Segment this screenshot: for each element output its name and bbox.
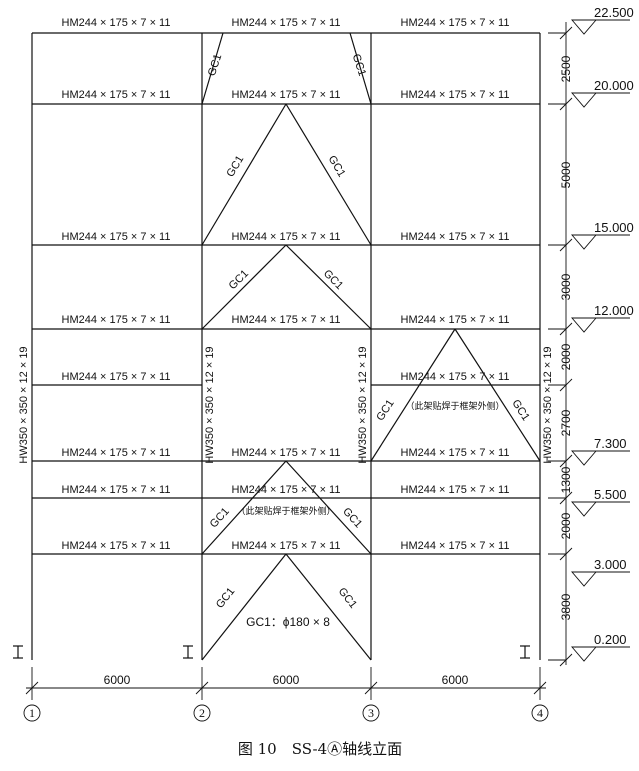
beam-label: HM244 × 175 × 7 × 11 (401, 447, 510, 459)
elevation-value: 22.500 (594, 5, 634, 20)
brace-spec: GC1：ϕ180 × 8 (246, 615, 330, 629)
axis-label: 1 (29, 706, 35, 720)
brace-label: GC1 (321, 268, 345, 292)
column-label: HW350 × 350 × 12 × 19 (542, 346, 554, 463)
beam-label: HM244 × 175 × 7 × 11 (62, 314, 171, 326)
column-label: HW350 × 350 × 12 × 19 (18, 346, 30, 463)
column-base-symbols (13, 645, 530, 659)
beam-label: HM244 × 175 × 7 × 11 (232, 89, 341, 101)
axis-label: 3 (368, 706, 374, 720)
beam-labels: HM244 × 175 × 7 × 11 HM244 × 175 × 7 × 1… (62, 17, 510, 552)
brace-label: GC1 (336, 586, 359, 611)
beam-label: HM244 × 175 × 7 × 11 (401, 231, 510, 243)
column-labels: HW350 × 350 × 12 × 19 HW350 × 350 × 12 ×… (18, 346, 554, 463)
brace-label: GC1 (350, 52, 368, 77)
elevation-value: 20.000 (594, 78, 634, 93)
axis-bubbles: 1 2 3 4 (23, 704, 549, 722)
vertical-dimension-chain (548, 22, 573, 667)
brace-note: （此架贴焊于框架外侧） (236, 505, 335, 517)
elevation-value: 5.500 (594, 487, 627, 502)
beam-label: HM244 × 175 × 7 × 11 (232, 314, 341, 326)
story-dimension: 1300 (559, 466, 573, 493)
column-label: HW350 × 350 × 12 × 19 (204, 346, 216, 463)
brace-label: GC1 (206, 52, 224, 77)
story-dimensions: 2500 5000 3000 2000 2700 1300 2000 3800 (559, 55, 573, 620)
bay-dimension: 6000 (442, 673, 469, 687)
axis-label: 2 (199, 706, 205, 720)
bay-dimension: 6000 (104, 673, 131, 687)
elevation-value: 15.000 (594, 220, 634, 235)
beam-label: HM244 × 175 × 7 × 11 (401, 371, 510, 383)
story-dimension: 3000 (559, 273, 573, 300)
elevation-values: 22.500 20.000 15.000 12.000 7.300 5.500 … (594, 5, 634, 647)
beam-label: HM244 × 175 × 7 × 11 (401, 314, 510, 326)
brace-label: GC1 (340, 506, 364, 531)
beam-label: HM244 × 175 × 7 × 11 (401, 540, 510, 552)
elevation-value: 0.200 (594, 632, 627, 647)
beam-label: HM244 × 175 × 7 × 11 (62, 17, 171, 29)
story-dimension: 2000 (559, 343, 573, 370)
beam-label: HM244 × 175 × 7 × 11 (401, 89, 510, 101)
figure-caption: 图 10 SS-4Ⓐ轴线立面 (238, 740, 402, 758)
story-dimension: 3800 (559, 593, 573, 620)
bay-dimension: 6000 (273, 673, 300, 687)
beam-label: HM244 × 175 × 7 × 11 (232, 17, 341, 29)
horizontal-dimension-chain: 6000 6000 6000 (25, 667, 547, 700)
brace-label: GC1 (214, 586, 237, 611)
beam-label: HM244 × 175 × 7 × 11 (401, 17, 510, 29)
brace-labels: GC1 GC1 GC1 GC1 GC1 GC1 GC1 GC1 GC1 GC1 … (206, 52, 532, 610)
beam-label: HM244 × 175 × 7 × 11 (232, 231, 341, 243)
beam-label: HM244 × 175 × 7 × 11 (62, 371, 171, 383)
elevation-value: 3.000 (594, 557, 627, 572)
axis-label: 4 (537, 706, 543, 720)
beam-lines (32, 32, 540, 555)
elevation-value: 12.000 (594, 303, 634, 318)
elevation-markers (571, 19, 630, 662)
story-dimension: 2500 (559, 55, 573, 82)
elevation-value: 7.300 (594, 436, 627, 451)
beam-label: HM244 × 175 × 7 × 11 (232, 540, 341, 552)
story-dimension: 2000 (559, 512, 573, 539)
brace-label: GC1 (227, 268, 251, 292)
beam-label: HM244 × 175 × 7 × 11 (232, 484, 341, 496)
brace-note: （此架贴焊于框架外侧） (405, 400, 504, 412)
beam-label: HM244 × 175 × 7 × 11 (62, 540, 171, 552)
story-dimension: 5000 (559, 161, 573, 188)
beam-label: HM244 × 175 × 7 × 11 (62, 231, 171, 243)
beam-label: HM244 × 175 × 7 × 11 (401, 484, 510, 496)
beam-label: HM244 × 175 × 7 × 11 (62, 89, 171, 101)
brace-label: GC1 (208, 506, 232, 531)
beam-label: HM244 × 175 × 7 × 11 (232, 447, 341, 459)
brace-lines (201, 32, 541, 661)
beam-label: HM244 × 175 × 7 × 11 (62, 484, 171, 496)
column-label: HW350 × 350 × 12 × 19 (357, 346, 369, 463)
beam-label: HM244 × 175 × 7 × 11 (62, 447, 171, 459)
brace-label: GC1 (374, 398, 396, 424)
story-dimension: 2700 (559, 409, 573, 436)
